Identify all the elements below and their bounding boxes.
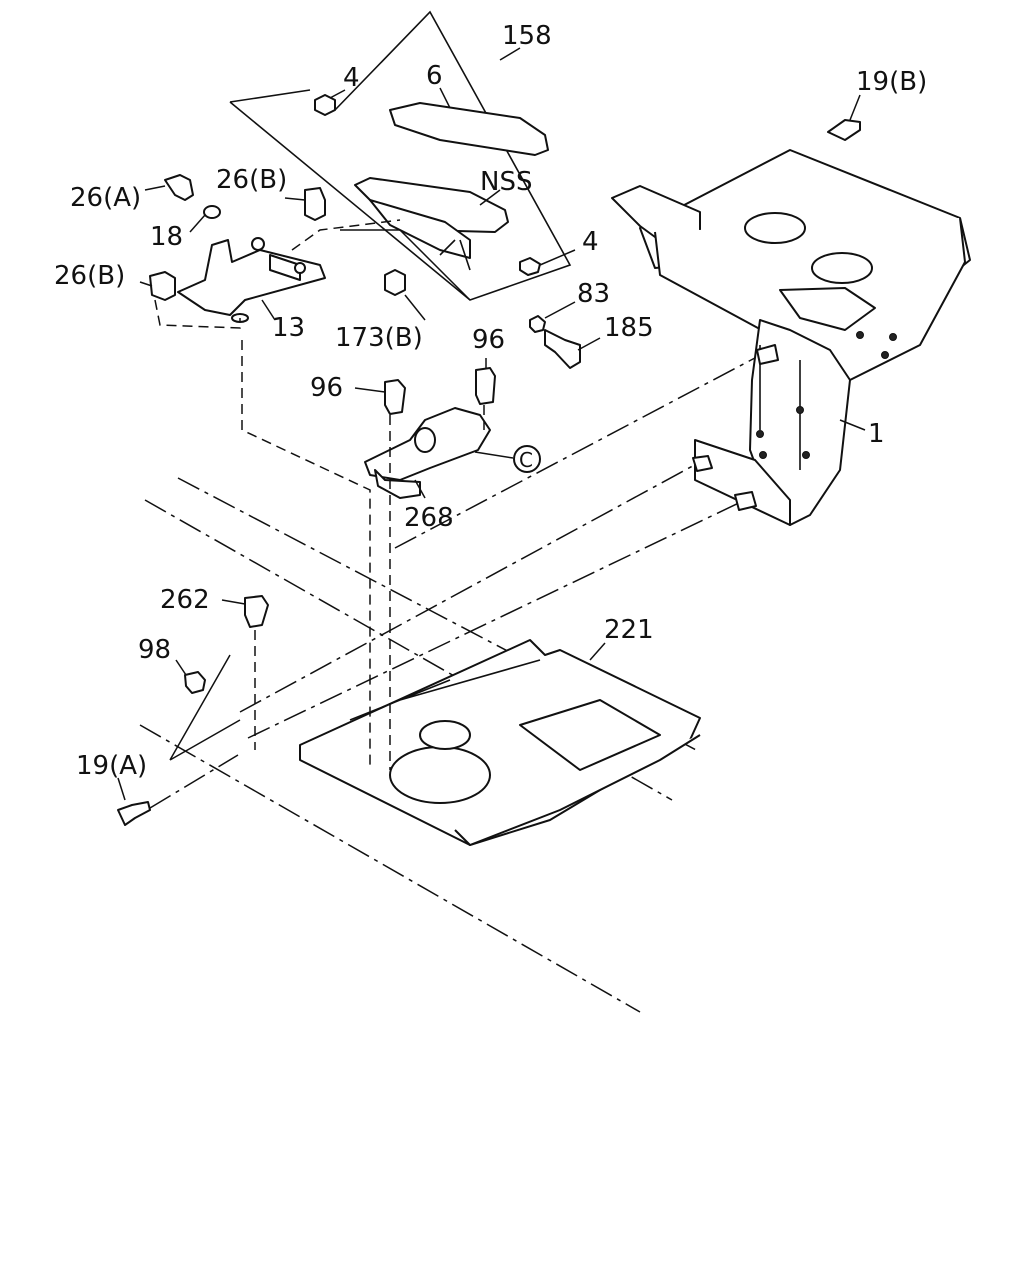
hardware-bolts: [117, 119, 861, 826]
label-13: 13: [272, 313, 305, 343]
brake-lever-158: [229, 10, 581, 369]
lever-bracket-13: [149, 174, 326, 323]
label-98: 98: [138, 635, 171, 665]
label-262: 262: [160, 585, 210, 615]
reference-circle-c: [513, 445, 541, 473]
label-96-right: 96: [472, 325, 505, 355]
label-26b-left: 26(B): [54, 261, 125, 291]
label-96-left: 96: [310, 373, 343, 403]
label-6: 6: [426, 61, 443, 91]
label-26a: 26(A): [70, 183, 141, 213]
label-173b: 173(B): [335, 323, 423, 353]
label-18: 18: [150, 222, 183, 252]
label-1: 1: [868, 419, 885, 449]
floor-plate-221: [299, 639, 701, 846]
label-26b-top: 26(B): [216, 165, 287, 195]
leader-lines: [117, 47, 866, 801]
label-nss: NSS: [480, 167, 532, 197]
label-83: 83: [577, 279, 610, 309]
callout-labels: 158 4 6 19(B) 26(A) 26(B) NSS 18 4 26(B)…: [54, 21, 927, 781]
lever-housing-268: [364, 407, 491, 499]
label-268: 268: [404, 503, 454, 533]
label-4-right: 4: [582, 227, 599, 257]
bracket-assembly-1: [611, 149, 971, 526]
label-c: C: [519, 448, 533, 472]
label-19a: 19(A): [76, 751, 147, 781]
label-185: 185: [604, 313, 654, 343]
label-19b: 19(B): [856, 67, 927, 97]
label-221: 221: [604, 615, 654, 645]
label-4-top: 4: [343, 63, 360, 93]
label-158: 158: [502, 21, 552, 51]
